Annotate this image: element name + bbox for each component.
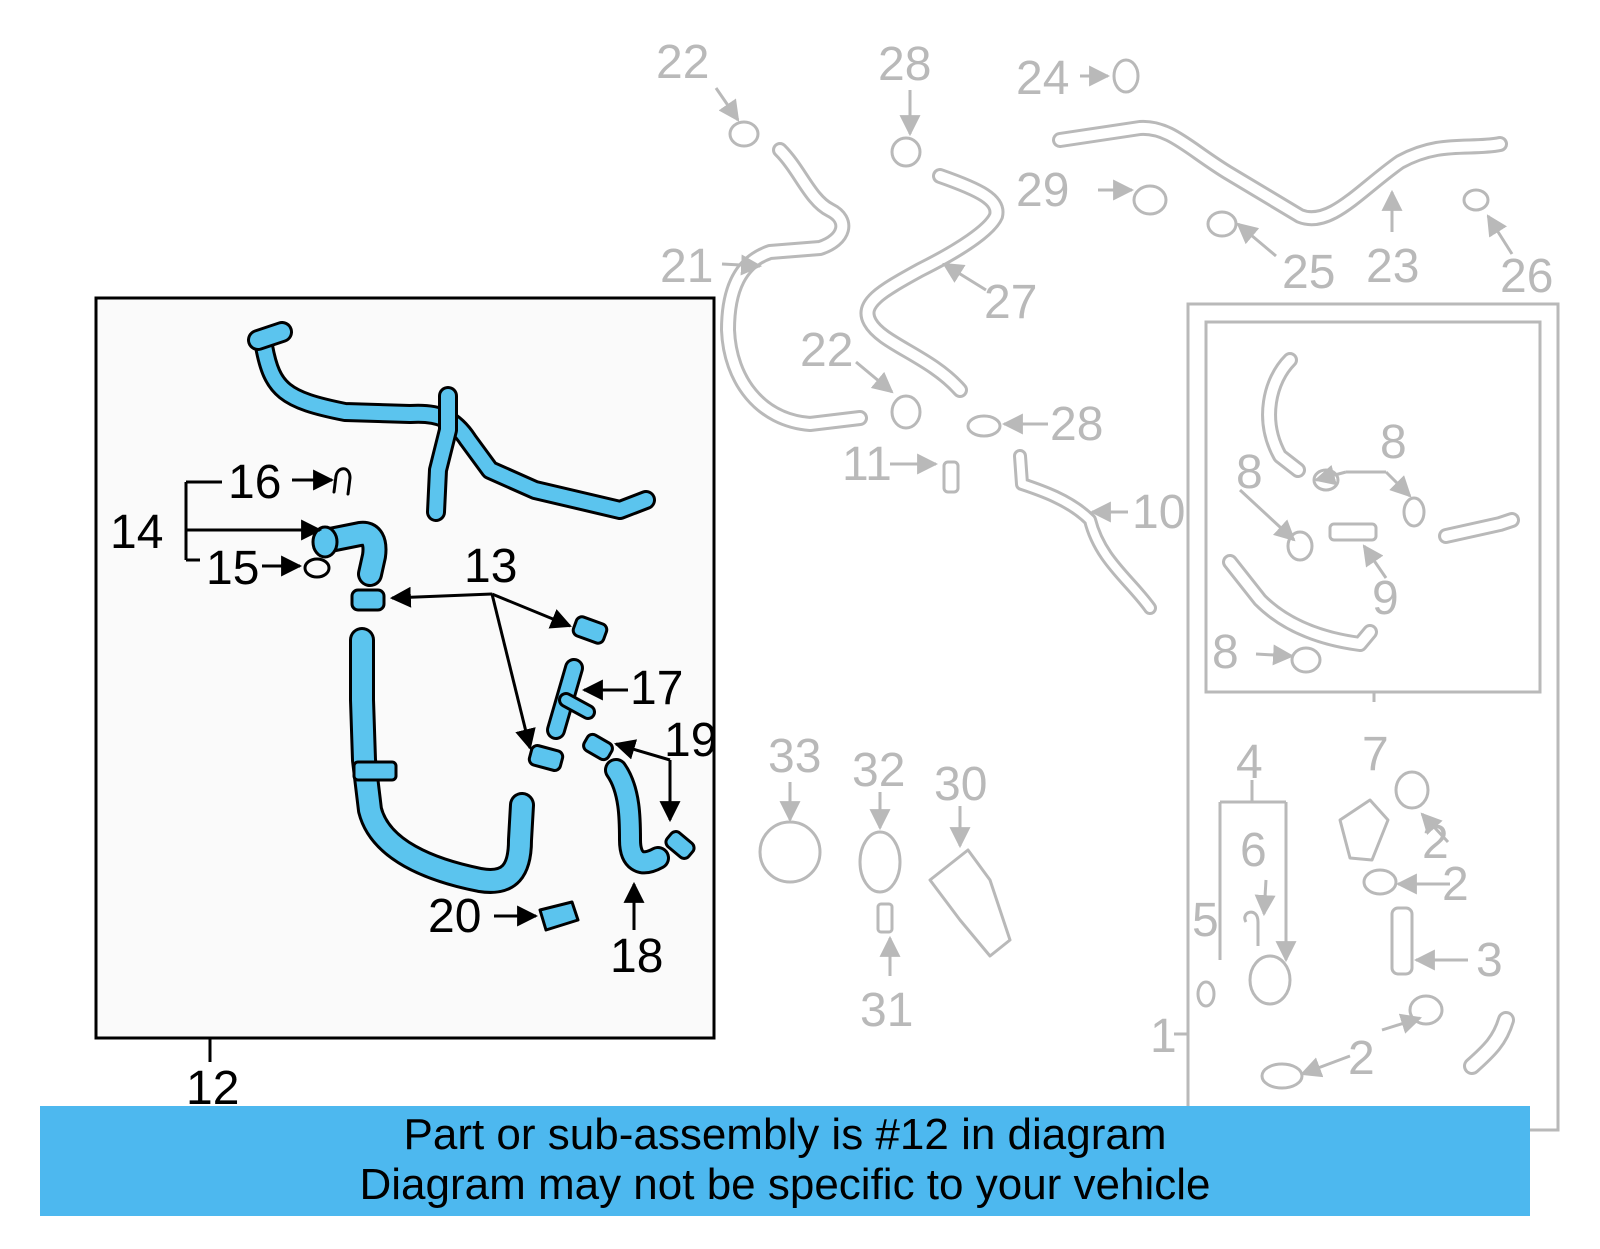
- banner-line-2: Diagram may not be specific to your vehi…: [359, 1160, 1211, 1209]
- callout-2b: 2: [1422, 816, 1449, 869]
- callout-22a: 22: [656, 36, 709, 89]
- callout-20: 20: [428, 890, 481, 943]
- callout-13: 13: [464, 540, 517, 593]
- callout-14: 14: [110, 506, 163, 559]
- part-17-t-fitting: [546, 658, 596, 740]
- callout-9: 9: [1372, 572, 1399, 625]
- part-16-clip: [332, 467, 352, 496]
- info-banner: Part or sub-assembly is #12 in diagram D…: [40, 1106, 1530, 1216]
- callout-29: 29: [1016, 164, 1069, 217]
- dimmed-parts: [720, 58, 1560, 1132]
- dimmed-leaders: [714, 65, 1514, 1078]
- dimmed-callouts: 1 2 2 2 3 4 5 6 7 8 8 8 8 9 10 11 21 22 …: [656, 36, 1553, 1085]
- callout-8a: 8: [1236, 446, 1263, 499]
- callout-5: 5: [1192, 894, 1219, 947]
- callout-31: 31: [860, 984, 913, 1037]
- callout-16: 16: [228, 456, 281, 509]
- callout-8b: 8: [1380, 416, 1407, 469]
- callout-28b: 28: [1050, 398, 1103, 451]
- lower-coolant-hose: [349, 627, 535, 894]
- callout-15: 15: [206, 542, 259, 595]
- callout-27: 27: [984, 276, 1037, 329]
- callout-2c: 2: [1348, 1032, 1375, 1085]
- banner-line-1: Part or sub-assembly is #12 in diagram: [403, 1110, 1167, 1159]
- callout-11: 11: [842, 438, 892, 491]
- callout-24: 24: [1016, 52, 1069, 105]
- callout-6: 6: [1240, 824, 1267, 877]
- callout-33: 33: [768, 730, 821, 783]
- callout-10: 10: [1132, 486, 1185, 539]
- callout-1: 1: [1150, 1010, 1177, 1063]
- callout-7: 7: [1362, 728, 1389, 781]
- upper-coolant-hose: [247, 321, 656, 522]
- part-20-clip: [538, 900, 580, 932]
- callout-30: 30: [934, 758, 987, 811]
- callout-26: 26: [1500, 250, 1553, 303]
- callout-32: 32: [852, 744, 905, 797]
- callout-2a: 2: [1442, 858, 1469, 911]
- callout-8c: 8: [1212, 626, 1239, 679]
- highlight-callouts: 12 13 14 15 16 17 18 19 20: [110, 456, 717, 1115]
- callout-19: 19: [664, 714, 717, 767]
- callout-28a: 28: [878, 38, 931, 91]
- part-15-oring: [303, 557, 331, 579]
- callout-3: 3: [1476, 934, 1503, 987]
- callout-21: 21: [660, 240, 713, 293]
- callout-18: 18: [610, 930, 663, 983]
- part-18-hose: [604, 758, 670, 875]
- part-19-clamps: [582, 732, 696, 860]
- callout-22b: 22: [800, 324, 853, 377]
- callout-17: 17: [630, 662, 683, 715]
- callout-4: 4: [1236, 736, 1263, 789]
- part-13-clamps: [350, 588, 609, 772]
- callout-23: 23: [1366, 240, 1419, 293]
- callout-25: 25: [1282, 246, 1335, 299]
